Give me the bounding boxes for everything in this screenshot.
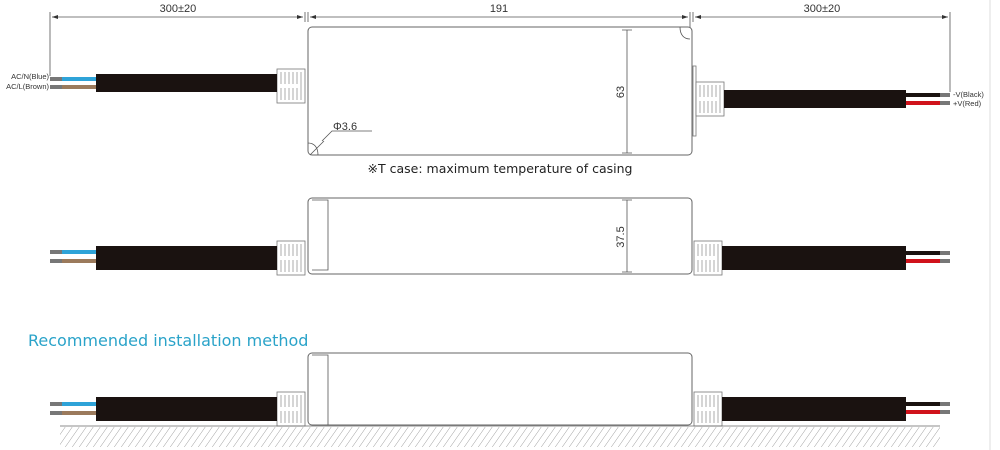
cable-gland [695, 81, 725, 117]
output-cable-length: 300±20 [804, 3, 841, 15]
label-ac-l: AC/L(Brown) [6, 82, 49, 91]
tcase-note: ※T case: maximum temperature of casing [368, 161, 633, 176]
side-view: 37.5 [50, 197, 950, 276]
case-top [307, 26, 693, 156]
label-v-pos: +V(Red) [953, 99, 982, 108]
label-v-neg: -V(Black) [953, 90, 984, 99]
input-cable-length: 300±20 [160, 3, 197, 15]
case-width: 63 [615, 86, 627, 98]
red-wire [906, 101, 940, 105]
output-cable [724, 90, 906, 108]
ground-hatch [60, 427, 940, 447]
case-height: 37.5 [615, 226, 627, 247]
black-wire [906, 93, 940, 97]
install-view [50, 352, 950, 447]
brown-wire [62, 85, 96, 89]
blue-wire [62, 77, 96, 81]
case-side [307, 197, 693, 275]
case-length: 191 [490, 3, 508, 15]
dimension-lines [49, 12, 951, 92]
label-ac-n: AC/N(Blue) [11, 72, 49, 81]
hole-diameter: Φ3.6 [333, 121, 357, 133]
input-cable [96, 74, 277, 92]
cable-gland [276, 68, 306, 104]
top-view: 300±20 191 300±20 63 Φ3.6 AC/N(Blue) AC/… [6, 3, 984, 176]
install-title: Recommended installation method [28, 331, 308, 350]
